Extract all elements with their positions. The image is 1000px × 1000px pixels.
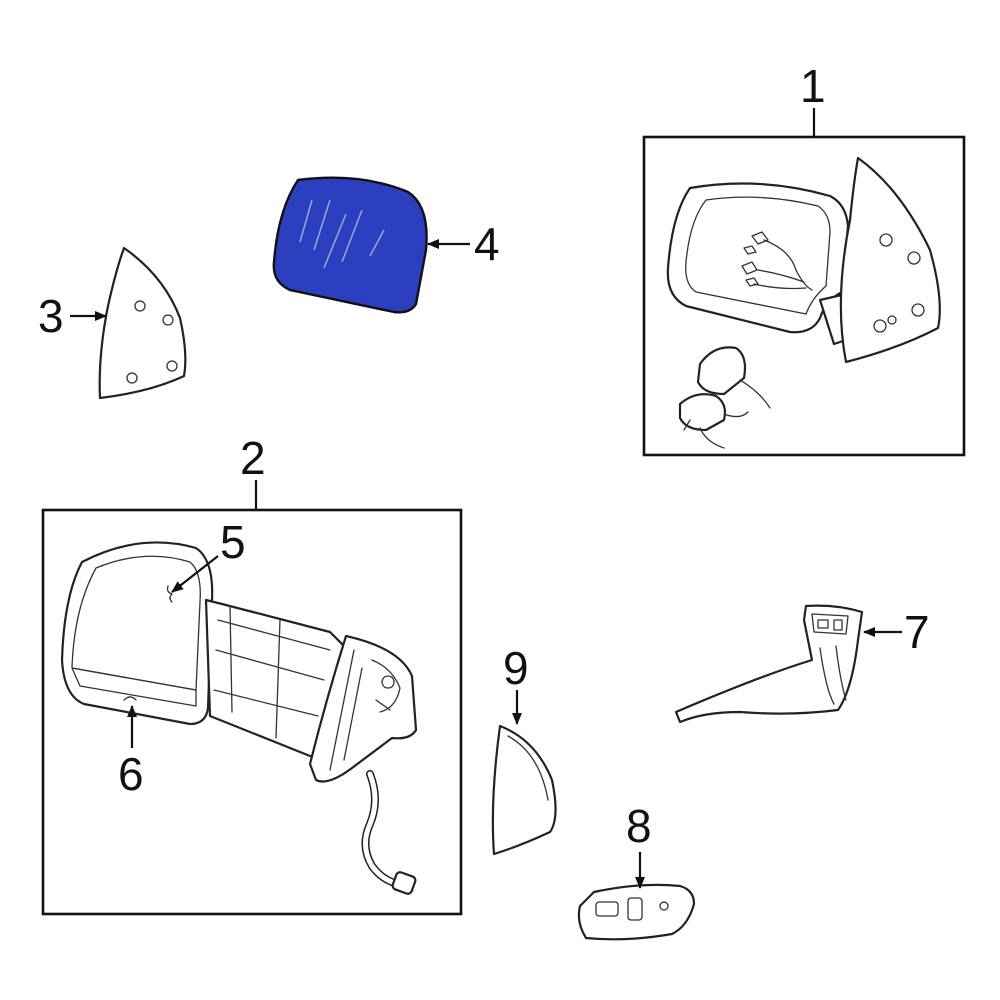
callout-3[interactable]: 3 — [38, 290, 64, 342]
part-2-puddle-lamp — [123, 696, 137, 701]
part-8-button-b — [627, 897, 643, 921]
callout-1[interactable]: 1 — [800, 60, 826, 112]
part-3-studs — [126, 300, 178, 384]
part-9-edge — [507, 735, 549, 801]
part-8-indicator — [659, 901, 669, 911]
part-2-frame — [41, 508, 463, 916]
part-1-motor-clips — [741, 231, 769, 287]
part-5-leader — [171, 555, 219, 593]
part-4-glass-shape — [272, 176, 428, 314]
part-1-connector-a — [696, 346, 747, 396]
part-1-wires — [753, 239, 813, 291]
part-3-outline — [98, 246, 187, 400]
part-2-arm-ribs — [213, 605, 331, 739]
part-7-details — [811, 613, 849, 705]
callout-5[interactable]: 5 — [220, 516, 246, 568]
part-2-clip — [166, 585, 173, 603]
callout-9[interactable]: 9 — [503, 642, 529, 694]
part-4-reflection-lines — [299, 199, 385, 269]
part-2-mirror-head — [60, 541, 214, 726]
part-8-switch[interactable] — [577, 852, 696, 941]
part-2-mirror-assembly-box[interactable] — [41, 480, 463, 916]
part-7-bracket[interactable] — [674, 604, 902, 724]
part-9-cap[interactable] — [491, 690, 557, 856]
callout-4[interactable]: 4 — [474, 218, 500, 270]
part-2-base-details — [329, 649, 401, 771]
part-2-harness-plug — [391, 871, 417, 895]
part-4-mirror-glass[interactable] — [272, 176, 470, 314]
part-8-button-a — [595, 901, 619, 917]
part-1-frame — [642, 135, 966, 457]
part-9-outline — [491, 724, 557, 856]
part-1-mirror-head — [666, 182, 850, 334]
part-1-connector-b — [678, 393, 727, 432]
part-2-signal-lens — [71, 667, 197, 707]
part-1-mirror-assembly-box[interactable] — [642, 108, 966, 457]
part-1-mirror-glass-outline — [685, 196, 831, 315]
part-7-outline — [674, 604, 864, 724]
part-2-mirror-glass-outline — [71, 555, 201, 691]
part-8-outline — [577, 883, 696, 941]
callout-6[interactable]: 6 — [118, 748, 144, 800]
part-1-studs — [873, 233, 925, 333]
callout-7[interactable]: 7 — [904, 606, 930, 658]
part-1-pigtail-wires — [683, 379, 771, 449]
callout-2[interactable]: 2 — [240, 432, 266, 484]
part-1-base-plate — [839, 156, 941, 364]
part-3-gasket[interactable] — [70, 246, 187, 400]
callout-8[interactable]: 8 — [626, 800, 652, 852]
